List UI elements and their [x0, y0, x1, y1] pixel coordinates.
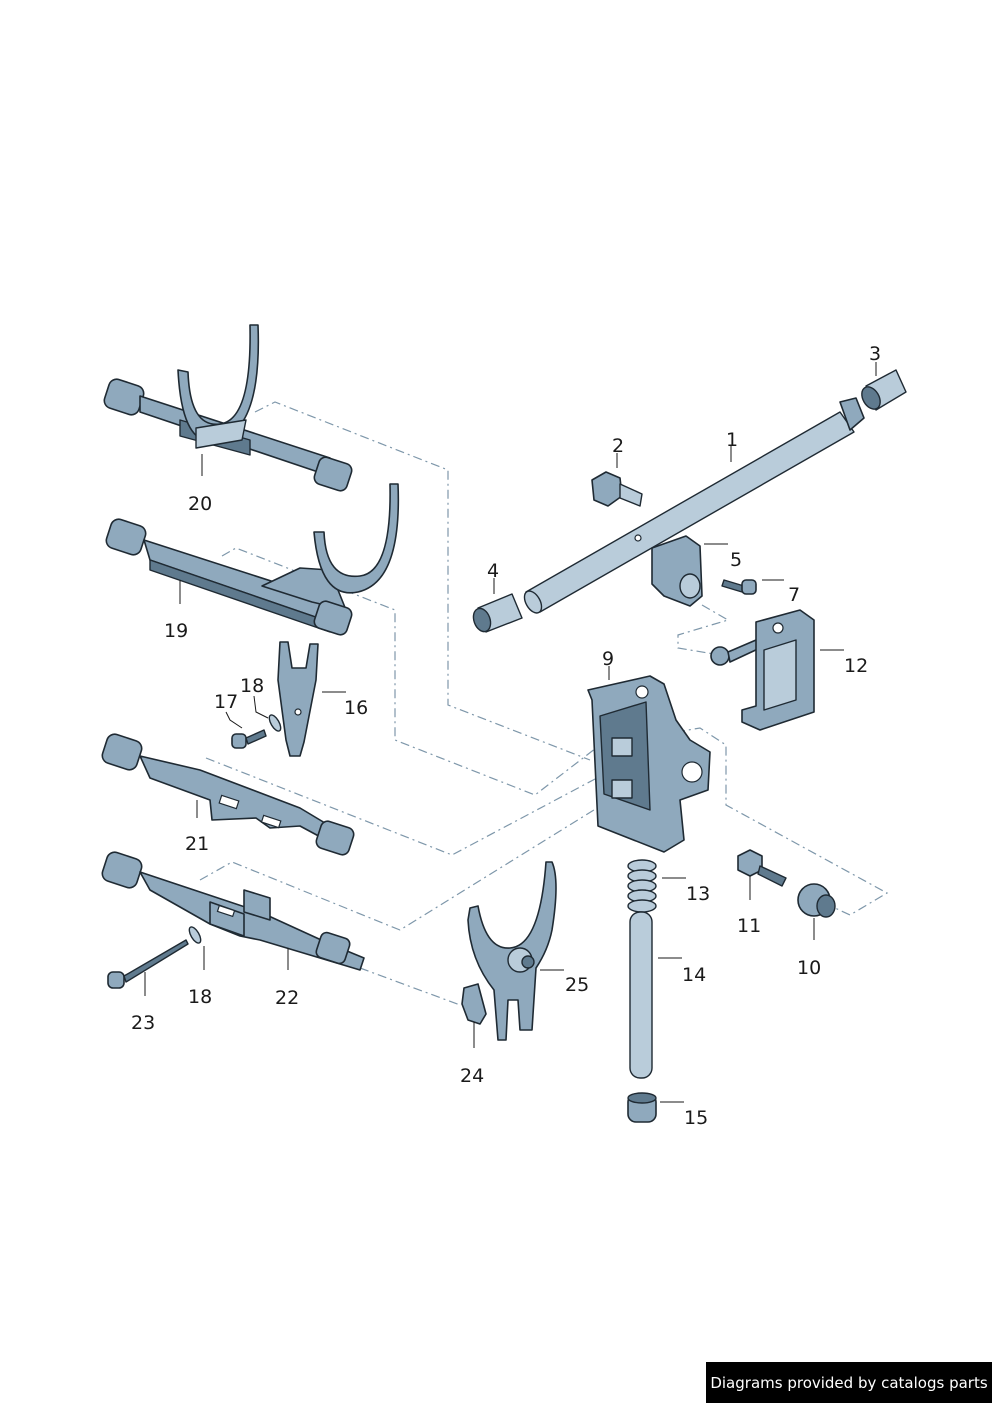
part-16-fork-lever[interactable] [277, 641, 319, 757]
part-7-bolt[interactable] [721, 579, 757, 595]
callout-11: 11 [737, 915, 761, 937]
part-2-plug-screw[interactable] [591, 471, 643, 507]
part-18-clip-upper[interactable] [267, 713, 283, 733]
part-14-pin[interactable] [629, 911, 653, 1079]
part-13-spring[interactable] [627, 859, 657, 913]
callout-5: 5 [730, 549, 742, 571]
part-20-shift-rod-fork[interactable] [102, 324, 353, 493]
callout-18-upper: 18 [240, 675, 264, 697]
callout-7: 7 [788, 584, 800, 606]
part-23-long-bolt[interactable] [107, 939, 189, 989]
callout-21: 21 [185, 833, 209, 855]
part-5-shift-finger[interactable] [651, 535, 703, 607]
credit-banner: Diagrams provided by catalogs parts [706, 1362, 992, 1403]
callout-25: 25 [565, 974, 589, 996]
callout-22: 22 [275, 987, 299, 1009]
part-24-clip-bracket[interactable] [461, 983, 487, 1025]
part-17-bolt[interactable] [231, 729, 267, 749]
callout-17: 17 [214, 691, 238, 713]
part-18-clip-lower[interactable] [187, 925, 203, 945]
callout-10: 10 [797, 957, 821, 979]
callout-4: 4 [487, 560, 499, 582]
part-12-lever-assembly[interactable] [710, 609, 815, 731]
callout-9: 9 [602, 648, 614, 670]
part-9-selector-housing[interactable] [587, 675, 711, 853]
callout-23: 23 [131, 1012, 155, 1034]
callout-24: 24 [460, 1065, 484, 1087]
callout-19: 19 [164, 620, 188, 642]
leader-lines [144, 362, 877, 1103]
callout-3: 3 [869, 343, 881, 365]
assembly-guide-lines [199, 401, 889, 1006]
part-25-shift-fork[interactable] [467, 861, 557, 1041]
callout-15: 15 [684, 1107, 708, 1129]
callout-16: 16 [344, 697, 368, 719]
callout-20: 20 [188, 493, 212, 515]
callout-14: 14 [682, 964, 706, 986]
callout-2: 2 [612, 435, 624, 457]
part-21-shift-rail[interactable] [100, 732, 355, 856]
callout-18-lower: 18 [188, 986, 212, 1008]
credit-text: Diagrams provided by catalogs parts [710, 1373, 988, 1392]
part-3-sleeve[interactable] [858, 369, 907, 412]
part-19-shift-rod-fork[interactable] [104, 483, 400, 637]
part-10-washer-nut[interactable] [797, 883, 836, 918]
part-4-bushing[interactable] [470, 593, 523, 634]
callout-labels: 1 2 3 4 5 7 9 10 11 12 13 14 15 16 17 18… [131, 343, 881, 1129]
part-15-threaded-plug[interactable] [627, 1092, 657, 1123]
part-1-selector-shaft[interactable] [521, 397, 865, 616]
callout-12: 12 [844, 655, 868, 677]
part-11-bolt[interactable] [737, 849, 787, 887]
part-22-shift-rail[interactable] [100, 850, 365, 971]
callout-1: 1 [726, 429, 738, 451]
callout-13: 13 [686, 883, 710, 905]
